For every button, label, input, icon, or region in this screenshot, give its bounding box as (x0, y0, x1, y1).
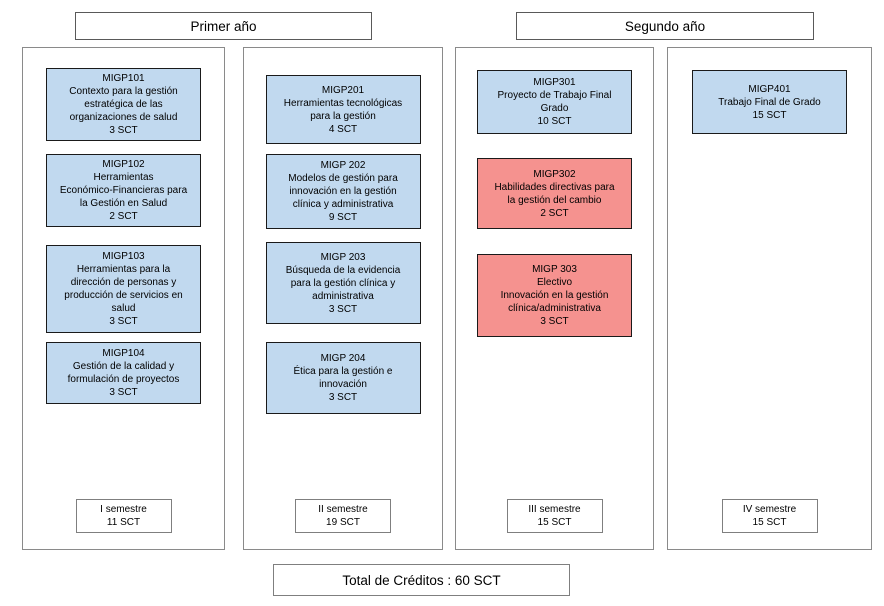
course-credits: 4 SCT (328, 123, 358, 135)
course-credits: 10 SCT (537, 116, 572, 127)
course-list: MIGP401 Trabajo Final de Grado 15 SCT (668, 70, 871, 134)
course-list: MIGP101 Contexto para la gestión estraté… (23, 68, 224, 404)
semester-credits: 11 SCT (106, 517, 141, 528)
semester-column-4: MIGP401 Trabajo Final de Grado 15 SCT IV… (667, 47, 872, 550)
course-name: Electivo Innovación en la gestión clínic… (500, 277, 609, 314)
course-code: MIGP301 (533, 77, 576, 88)
semester-label: IV semestre (742, 503, 797, 515)
course-code: MIGP 303 (532, 264, 577, 275)
semester-label: I semestre (100, 503, 147, 515)
course-code: MIGP103 (102, 251, 145, 262)
course-code: MIGP 203 (320, 251, 366, 263)
course-box-migp202: MIGP 202 Modelos de gestión para innovac… (265, 154, 421, 229)
semester-label: III semestre (528, 503, 581, 515)
course-box-migp303: MIGP 303 Electivo Innovación en la gesti… (477, 254, 632, 337)
course-name: Gestión de la calidad y formulación de p… (67, 361, 180, 385)
course-box-migp103: MIGP103 Herramientas para la dirección d… (46, 245, 201, 333)
course-code: MIGP101 (102, 73, 145, 84)
semester-column-2: MIGP201 Herramientas tecnológicas para l… (243, 47, 443, 550)
course-credits: 3 SCT (328, 392, 358, 403)
course-name: Proyecto de Trabajo Final Grado (497, 90, 612, 114)
course-credits: 3 SCT (109, 387, 138, 398)
course-box-migp401: MIGP401 Trabajo Final de Grado 15 SCT (692, 70, 847, 134)
course-box-migp101: MIGP101 Contexto para la gestión estraté… (46, 68, 201, 141)
semester-credits: 15 SCT (537, 517, 572, 528)
semester-total-box-3: III semestre 15 SCT (506, 499, 603, 533)
course-credits: 15 SCT (752, 109, 787, 121)
course-code: MIGP 202 (320, 160, 366, 171)
semester-credits: 15 SCT (752, 517, 787, 528)
semester-column-3: MIGP301 Proyecto de Trabajo Final Grado … (455, 47, 654, 550)
course-name: Herramientas tecnológicas para la gestió… (283, 97, 403, 122)
course-name: Habilidades directivas para la gestión d… (494, 181, 615, 206)
course-name: Ética para la gestión e innovación (293, 366, 393, 390)
course-box-migp201: MIGP201 Herramientas tecnológicas para l… (265, 75, 421, 144)
semester-label: II semestre (318, 503, 368, 515)
course-box-migp302: MIGP302 Habilidades directivas para la g… (477, 158, 632, 229)
course-credits: 9 SCT (328, 212, 358, 223)
course-name: Modelos de gestión para innovación en la… (288, 173, 398, 210)
course-box-migp204: MIGP 204 Ética para la gestión e innovac… (265, 342, 421, 414)
course-name: Herramientas para la dirección de person… (64, 264, 183, 314)
course-box-migp104: MIGP104 Gestión de la calidad y formulac… (46, 342, 201, 404)
course-box-migp102: MIGP102 Herramientas Económico-Financier… (46, 154, 201, 227)
course-credits: 3 SCT (540, 316, 569, 327)
course-name: Búsqueda de la evidencia para la gestión… (285, 264, 401, 302)
second-year-header: Segundo año (516, 12, 814, 40)
course-box-migp301: MIGP301 Proyecto de Trabajo Final Grado … (477, 70, 632, 134)
first-year-label: Primer año (190, 18, 257, 34)
total-credits-label: Total de Créditos : 60 SCT (342, 572, 501, 588)
course-credits: 3 SCT (109, 125, 138, 136)
course-credits: 3 SCT (109, 316, 138, 327)
course-list: MIGP301 Proyecto de Trabajo Final Grado … (456, 70, 653, 337)
course-code: MIGP201 (321, 84, 365, 96)
course-name: Trabajo Final de Grado (718, 96, 821, 108)
semester-total-box-1: I semestre 11 SCT (75, 499, 172, 533)
semester-credits: 19 SCT (326, 517, 360, 528)
course-credits: 3 SCT (328, 303, 358, 315)
semester-column-1: MIGP101 Contexto para la gestión estraté… (22, 47, 225, 550)
course-code: MIGP102 (102, 159, 145, 170)
first-year-header: Primer año (75, 12, 372, 40)
course-name: Herramientas Económico-Financieras para … (59, 172, 188, 209)
course-box-migp203: MIGP 203 Búsqueda de la evidencia para l… (265, 242, 421, 324)
course-credits: 2 SCT (540, 207, 569, 219)
second-year-label: Segundo año (624, 18, 706, 34)
course-credits: 2 SCT (109, 211, 138, 222)
course-code: MIGP 204 (320, 353, 366, 364)
course-code: MIGP401 (748, 83, 791, 95)
total-credits-box: Total de Créditos : 60 SCT (273, 564, 570, 596)
course-list: MIGP201 Herramientas tecnológicas para l… (244, 75, 442, 414)
course-name: Contexto para la gestión estratégica de … (69, 86, 178, 123)
course-code: MIGP302 (533, 168, 576, 180)
semester-total-box-2: II semestre 19 SCT (295, 499, 391, 533)
semester-total-box-4: IV semestre 15 SCT (721, 499, 818, 533)
course-code: MIGP104 (102, 348, 145, 359)
